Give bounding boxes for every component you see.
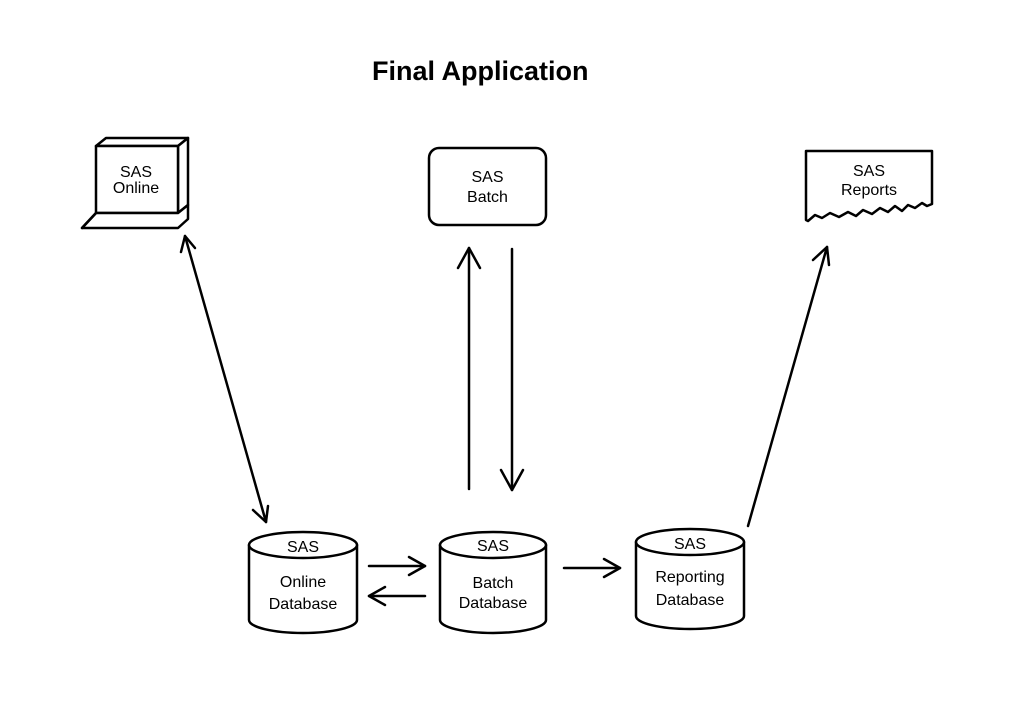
node-online-db-line2: Database (268, 596, 338, 613)
arrow-batch-db-to-reporting-db (562, 557, 622, 579)
node-reporting-db: Reporting Database (636, 568, 744, 610)
document-shape-reports (804, 149, 934, 223)
node-reporting-db-line2: Database (655, 592, 725, 609)
terminal-shape-online (80, 136, 190, 230)
node-batch-db-top: SAS (476, 538, 509, 555)
node-batch-db: Batch Database (440, 574, 546, 613)
node-sas-reports-line2: Reports (840, 182, 898, 199)
node-sas-online-line1: SAS (119, 164, 152, 181)
node-online-db: Online Database (249, 573, 357, 614)
node-batch-db-line1: Batch (472, 575, 514, 592)
node-reporting-db-line1: Reporting (655, 569, 725, 586)
node-sas-reports: SAS Reports (806, 162, 932, 200)
node-sas-online-line2: Online (112, 180, 160, 197)
diagram-title: Final Application (372, 56, 589, 86)
arrow-reporting-db-to-sas-reports (746, 245, 831, 528)
node-batch-db-line2: Database (458, 595, 528, 612)
node-sas-batch-line1: SAS (471, 169, 504, 186)
node-sas-reports-line1: SAS (852, 163, 885, 180)
node-online-db-top: SAS (286, 539, 319, 556)
node-online-db-line1: Online (279, 574, 327, 591)
process-shape-batch (427, 146, 548, 227)
node-sas-online: SAS Online (100, 163, 172, 198)
arrow-batch-db-to-online-db (367, 585, 427, 607)
cylinder-shape-reporting-db (634, 527, 746, 631)
node-reporting-db-top: SAS (673, 536, 706, 553)
cylinder-shape-online-db (247, 530, 359, 635)
arrow-batch-db-to-sas-batch (456, 246, 482, 491)
arrow-online-to-online-db (179, 234, 270, 524)
arrow-online-db-to-batch-db (367, 555, 427, 577)
arrow-sas-batch-to-batch-db (499, 247, 525, 492)
node-sas-batch-line2: Batch (467, 189, 508, 206)
node-sas-batch: SAS Batch (429, 168, 546, 207)
cylinder-shape-batch-db (438, 530, 548, 635)
